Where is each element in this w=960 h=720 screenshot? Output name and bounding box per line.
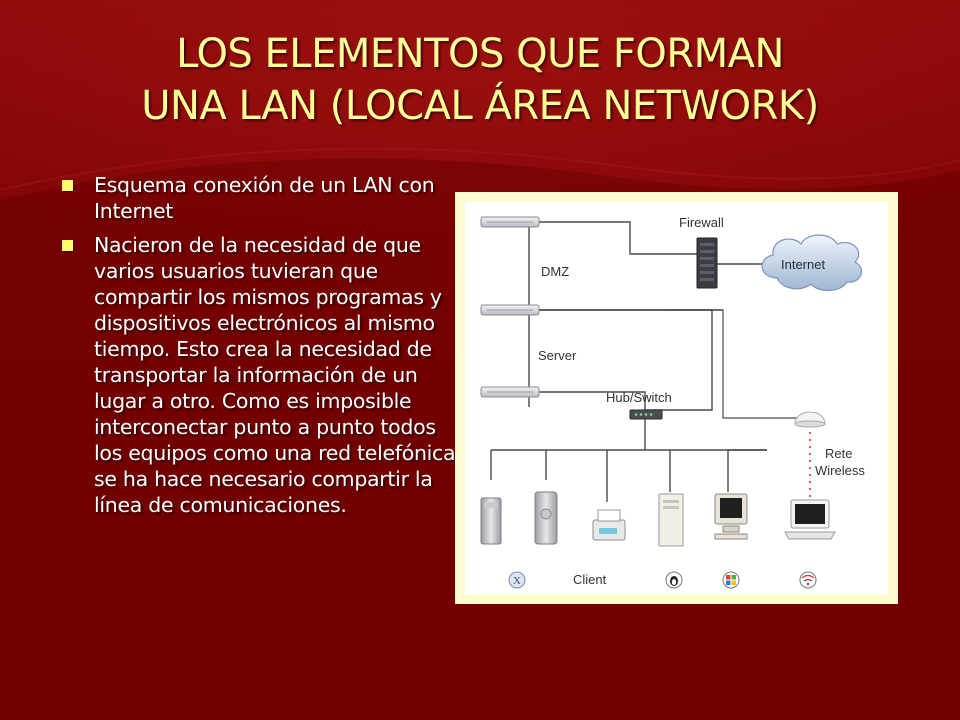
bullet-text-2: Nacieron de la necesidad de que varios u… — [94, 233, 462, 517]
svg-text:X: X — [513, 575, 521, 587]
linux-tux-icon — [665, 571, 683, 589]
bullet-item-1: Esquema conexión de un LAN con Internet — [58, 172, 463, 224]
network-diagram: X — [465, 202, 888, 594]
label-server: Server — [538, 348, 577, 363]
hub-to-wireless-line — [665, 309, 797, 419]
label-wireless: Wireless — [815, 463, 865, 478]
windows-logo-icon — [722, 571, 740, 589]
client-crt-monitor — [714, 493, 748, 540]
connection-lines — [490, 221, 797, 502]
square-bullet-icon — [62, 240, 73, 251]
square-bullet-icon — [62, 180, 73, 191]
network-diagram-graphic: X — [480, 216, 863, 589]
rack-server-dmz-2 — [480, 304, 540, 316]
label-firewall: Firewall — [679, 215, 724, 230]
hub-switch — [629, 409, 663, 420]
label-hub-switch: Hub/Switch — [606, 390, 672, 405]
client-pc-tower — [658, 493, 684, 547]
label-internet: Internet — [781, 257, 826, 272]
label-client: Client — [573, 572, 607, 587]
bullet-list: Esquema conexión de un LAN con Internet … — [58, 172, 463, 526]
firewall — [696, 237, 718, 289]
rack-server-3 — [480, 386, 540, 398]
network-diagram-frame: X — [455, 192, 898, 604]
bullet-text-1: Esquema conexión de un LAN con Internet — [94, 173, 435, 223]
bullet-item-2: Nacieron de la necesidad de que varios u… — [58, 232, 463, 518]
client-laptop — [784, 499, 836, 540]
label-dmz: DMZ — [541, 264, 570, 279]
wireless-access-point — [794, 411, 826, 428]
wifi-icon — [799, 571, 817, 589]
internet-cloud — [761, 234, 863, 292]
client-mac-pro — [480, 497, 502, 545]
client-power-mac — [534, 491, 558, 545]
rack-server-dmz-1 — [480, 216, 540, 228]
slide-title-line-2: UNA LAN (LOCAL ÁREA NETWORK) — [141, 83, 819, 129]
label-rete: Rete — [825, 446, 853, 461]
slide-title-line-1: LOS ELEMENTOS QUE FORMAN — [176, 31, 784, 77]
slide-title: LOS ELEMENTOS QUE FORMAN UNA LAN (LOCAL … — [20, 28, 940, 132]
dmz-to-firewall-line — [539, 221, 697, 255]
server-to-hub-line — [539, 391, 646, 410]
client-printer — [592, 509, 626, 541]
mac-os-x-icon: X — [508, 571, 526, 589]
